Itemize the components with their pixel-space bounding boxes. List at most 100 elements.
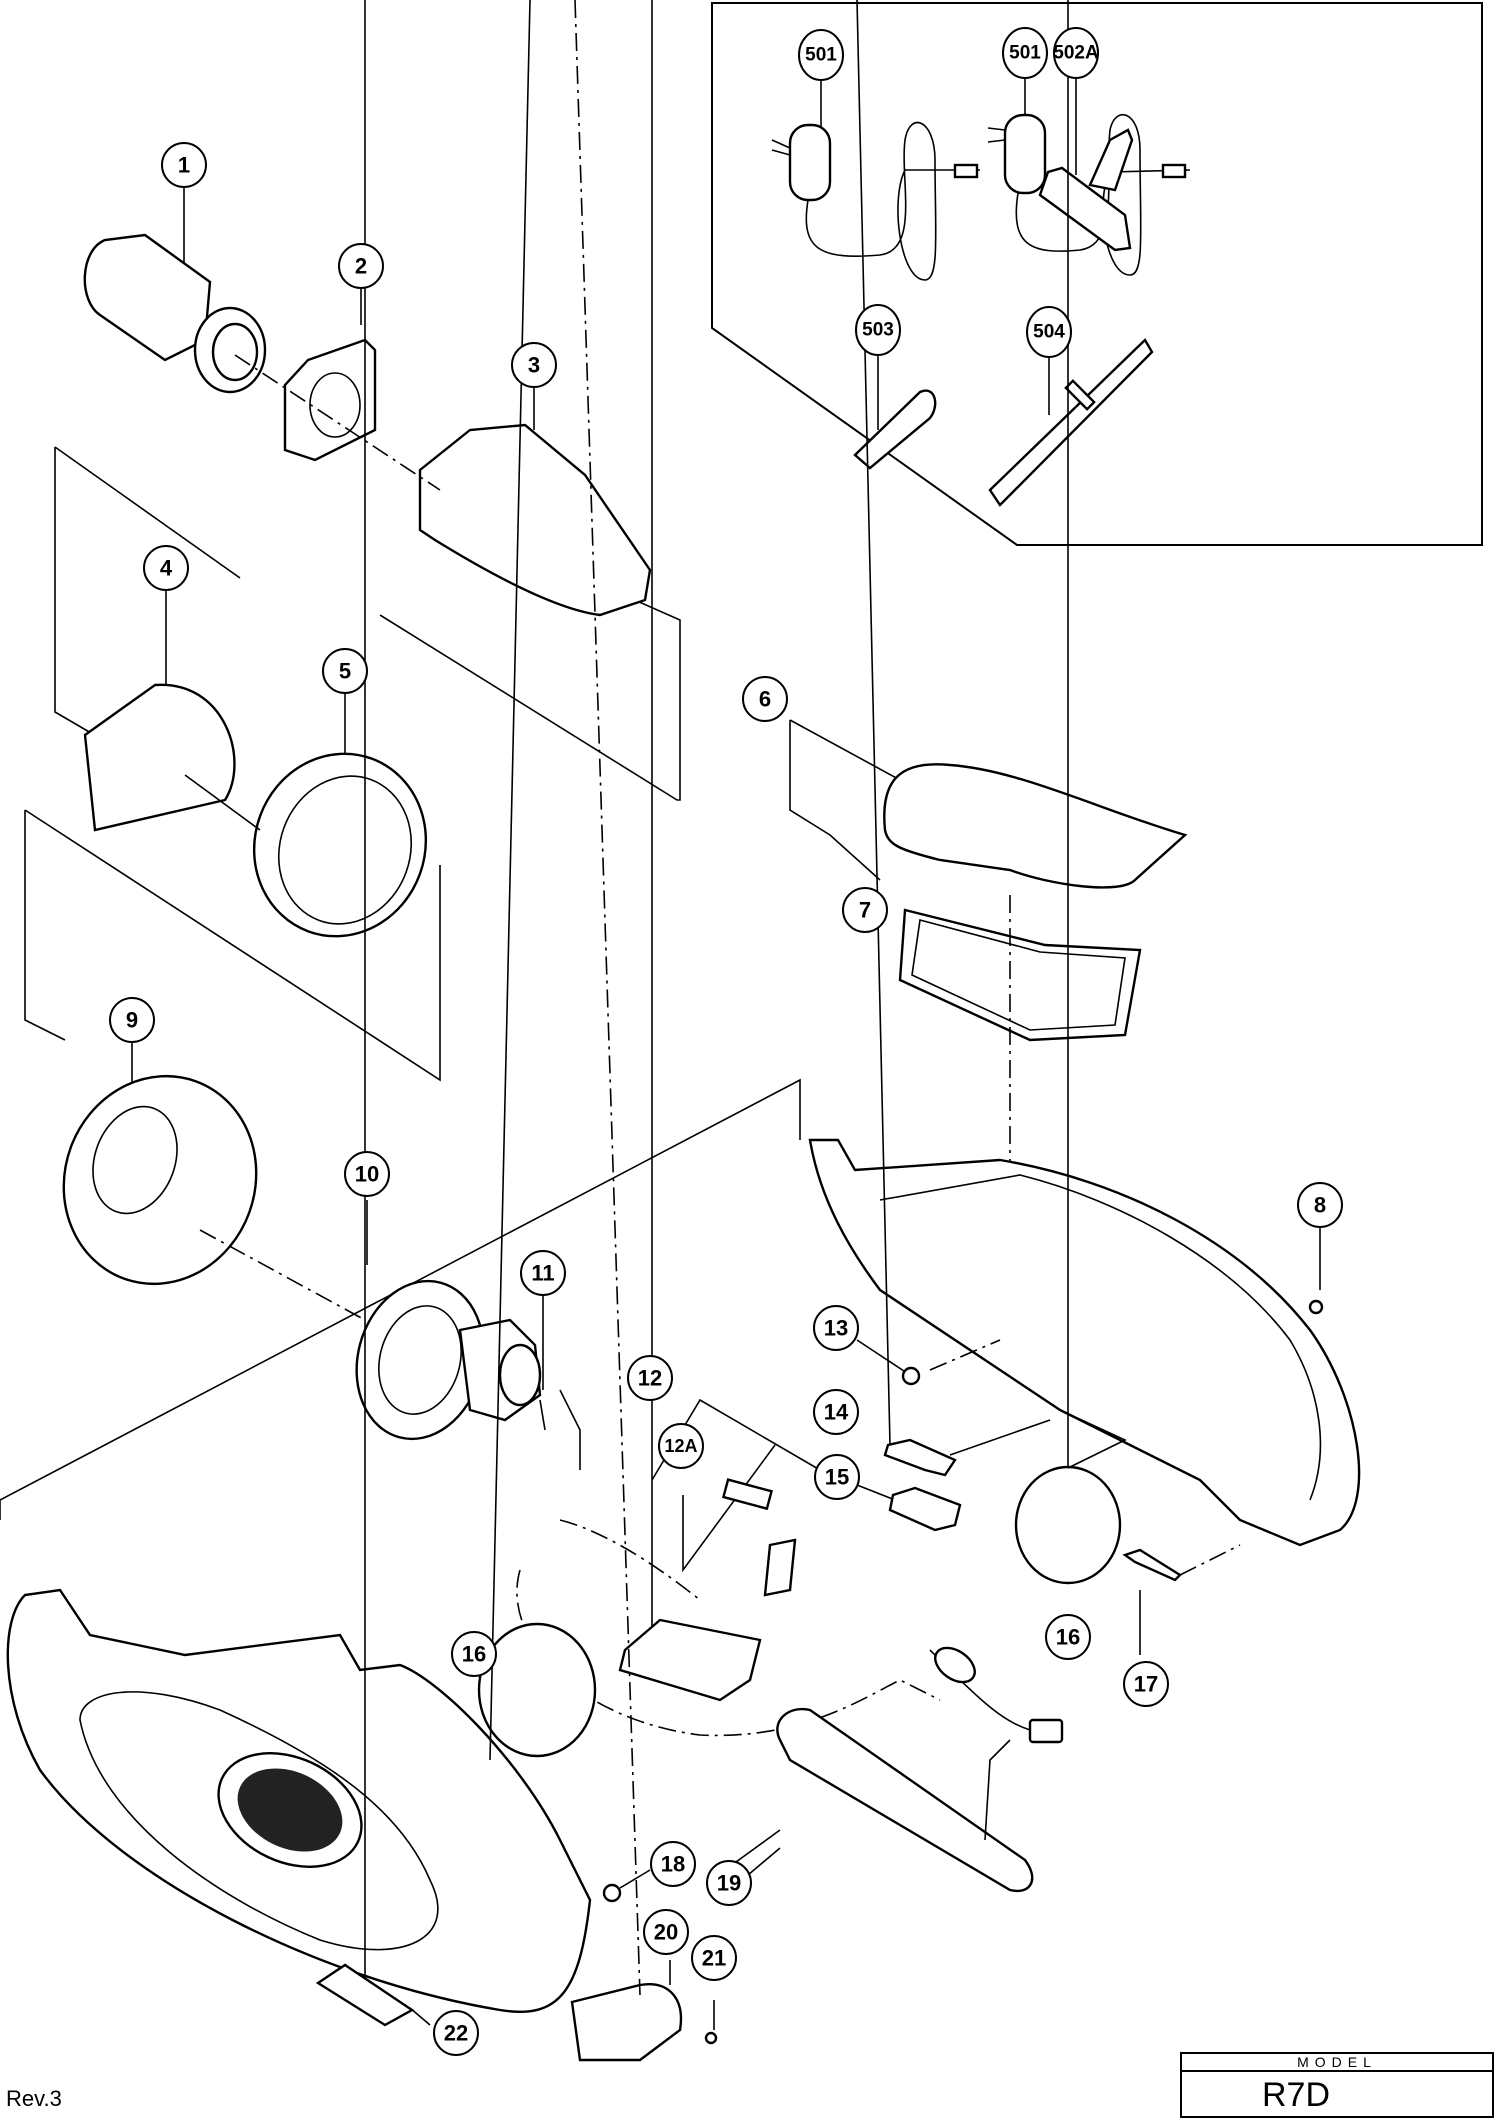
accessory-box-outline (711, 2, 1483, 546)
callout-16-left[interactable]: 16 (451, 1631, 497, 1677)
part-20-end-cap (570, 0, 683, 2062)
part-14-switch-knob (856, 0, 1051, 1477)
callout-4[interactable]: 4 (143, 545, 189, 591)
callout-502a[interactable]: 502A (1053, 27, 1099, 79)
svg-text:20: 20 (654, 1920, 678, 1945)
svg-text:503: 503 (862, 320, 894, 341)
model-value: R7D (1262, 2076, 1331, 2114)
part-4-filter (83, 590, 236, 832)
callout-10[interactable]: 10 (344, 1151, 390, 1197)
svg-text:11: 11 (531, 1261, 554, 1286)
part-501-adapter-b (987, 78, 1191, 276)
callout-2[interactable]: 2 (338, 243, 384, 289)
callout-13[interactable]: 13 (813, 1305, 859, 1351)
callout-14[interactable]: 14 (813, 1389, 859, 1435)
callout-16-right[interactable]: 16 (1045, 1614, 1091, 1660)
svg-text:504: 504 (1033, 322, 1065, 343)
part-5-ring (252, 692, 428, 938)
svg-text:13: 13 (824, 1316, 848, 1341)
callout-501-b[interactable]: 501 (1002, 27, 1048, 79)
callout-5[interactable]: 5 (322, 648, 368, 694)
model-title-block: MODEL R7D (1180, 2052, 1494, 2118)
callout-503[interactable]: 503 (855, 304, 901, 356)
callout-9[interactable]: 9 (109, 997, 155, 1043)
svg-text:4: 4 (160, 556, 173, 581)
bracket-lines-lower-group (24, 809, 441, 1082)
svg-text:501: 501 (805, 45, 837, 66)
svg-text:16: 16 (462, 1642, 486, 1667)
part-503-crevice-tool (853, 345, 937, 470)
callout-12a[interactable]: 12A (658, 1423, 704, 1469)
svg-text:16: 16 (1056, 1625, 1080, 1650)
svg-text:8: 8 (1314, 1193, 1326, 1218)
svg-text:9: 9 (126, 1008, 138, 1033)
svg-text:502A: 502A (1053, 43, 1099, 64)
callout-504[interactable]: 504 (1026, 306, 1072, 358)
callout-21[interactable]: 21 (691, 1935, 737, 1981)
motor-wires (539, 1389, 581, 1470)
svg-text:12A: 12A (664, 1436, 697, 1456)
callout-22[interactable]: 22 (433, 2010, 479, 2056)
part-11-motor (458, 1295, 544, 1422)
callout-501-a[interactable]: 501 (798, 29, 844, 81)
ferrite-core (934, 1646, 976, 1684)
svg-text:17: 17 (1134, 1672, 1158, 1697)
part-504-extension-tube (988, 338, 1154, 507)
callout-6[interactable]: 6 (742, 676, 788, 722)
svg-text:12: 12 (638, 1366, 662, 1391)
callout-7[interactable]: 7 (842, 887, 888, 933)
model-heading: MODEL (1182, 2054, 1492, 2072)
svg-text:1: 1 (178, 153, 190, 178)
part-12-switch-board (618, 0, 797, 1702)
leader-4-5 (184, 774, 261, 831)
callout-19[interactable]: 19 (706, 1860, 752, 1906)
part-21-screw (704, 2000, 718, 2045)
svg-text:2: 2 (355, 254, 367, 279)
part-16-filter-disc-left (469, 0, 597, 1761)
part-9-motor-cover (62, 1040, 258, 1286)
leader-19 (747, 1847, 781, 1876)
callout-18[interactable]: 18 (650, 1841, 696, 1887)
wiring-dashed-outline (516, 1519, 941, 1737)
svg-text:21: 21 (702, 1946, 726, 1971)
svg-text:7: 7 (859, 898, 871, 923)
svg-text:22: 22 (444, 2021, 468, 2046)
svg-text:5: 5 (339, 659, 351, 684)
svg-text:18: 18 (661, 1852, 685, 1877)
bracket-lines-filter-group (54, 446, 681, 801)
svg-text:501: 501 (1009, 43, 1041, 64)
callout-12[interactable]: 12 (627, 1355, 673, 1401)
callout-1[interactable]: 1 (161, 142, 207, 188)
svg-text:15: 15 (825, 1465, 849, 1490)
part-502a-floor-nozzle (1038, 78, 1134, 252)
part-501-adapter-a (771, 80, 980, 281)
part-18-nut (602, 1869, 651, 1903)
revision-label: Rev.3 (6, 2086, 62, 2111)
svg-text:19: 19 (717, 1871, 741, 1896)
part-19-battery (724, 1707, 1064, 1893)
callout-20[interactable]: 20 (643, 1909, 689, 1955)
part-13-rubber-cap (856, 1339, 1001, 1386)
dash-line-9-10 (199, 1229, 366, 1321)
part-8-screw (1308, 1225, 1324, 1315)
callout-8[interactable]: 8 (1297, 1182, 1343, 1228)
part-22-label (315, 0, 431, 2027)
part-17-hook (1122, 1544, 1241, 1655)
callout-3[interactable]: 3 (511, 342, 557, 388)
part-3-dust-container (418, 380, 652, 617)
svg-text:10: 10 (355, 1162, 379, 1187)
part-1-nozzle (83, 180, 267, 394)
callout-17[interactable]: 17 (1123, 1661, 1169, 1707)
part-housing-left (6, 1588, 592, 2013)
svg-text:6: 6 (759, 687, 771, 712)
part-15-switch (856, 1484, 962, 1532)
part-7-gasket (898, 908, 1142, 1042)
callout-11[interactable]: 11 (520, 1250, 566, 1296)
part-10-fan (355, 1200, 485, 1441)
callout-15[interactable]: 15 (814, 1454, 860, 1500)
part-16-filter-disc-right (1014, 0, 1127, 1585)
svg-text:14: 14 (824, 1400, 849, 1425)
svg-text:3: 3 (528, 353, 540, 378)
part-6-upper-cover (789, 719, 1188, 889)
